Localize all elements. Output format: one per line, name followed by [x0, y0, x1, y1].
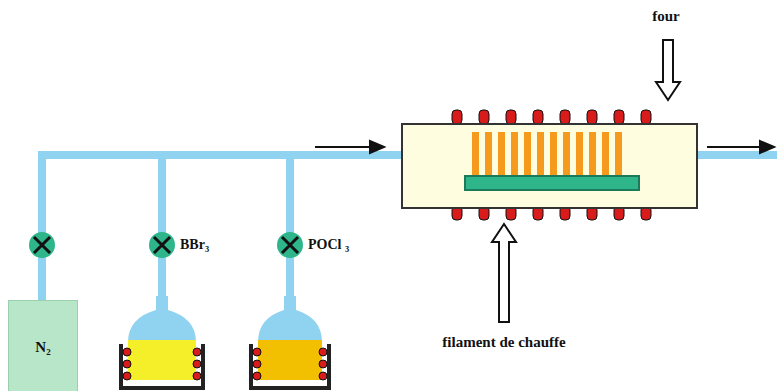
reagent-name: POCl ₃: [308, 237, 349, 253]
heater-label: filament de chauffe: [442, 334, 565, 351]
node-text: N₂: [35, 339, 50, 356]
gas-bottle: N₂: [8, 300, 78, 391]
furnace-label: four: [652, 8, 680, 25]
reagent-name: BBr₃: [180, 237, 209, 253]
